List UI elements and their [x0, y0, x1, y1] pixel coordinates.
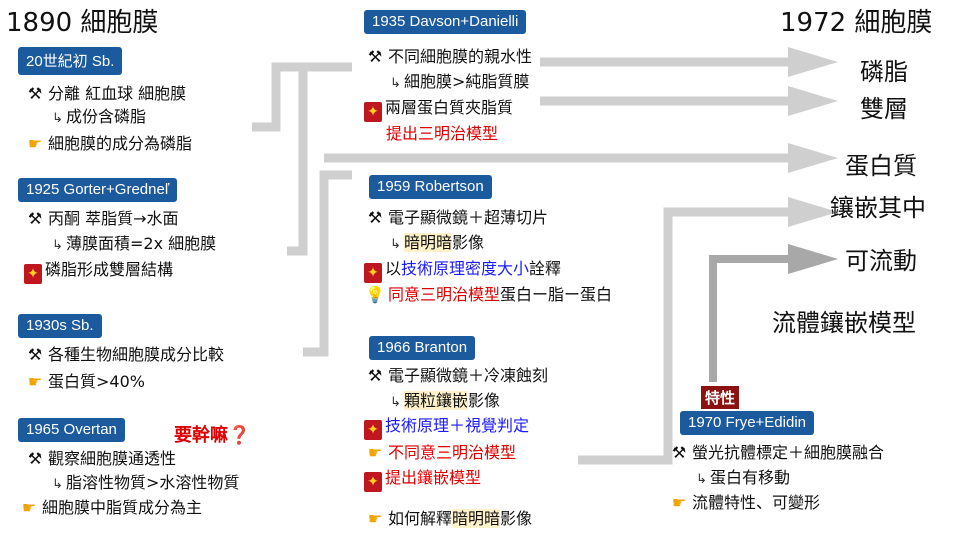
left-s3-line2: ☛蛋白質>40%: [24, 372, 145, 392]
pointing-hand-icon: ☛: [367, 509, 383, 528]
left-s1-line2: ↳成份含磷脂: [52, 107, 146, 129]
hammer-icon: ⚒: [27, 345, 43, 364]
arrowhead-mosaic: [788, 197, 838, 227]
hammer-icon: ⚒: [671, 443, 687, 462]
tag-20th-century: 20世紀初 Sb.: [18, 47, 123, 75]
result-phospholipid: 磷脂: [860, 58, 908, 86]
left-s4-line2: ↳脂溶性物質>水溶性物質: [52, 473, 239, 495]
left-s3-line1: ⚒各種生物細胞膜成分比較: [24, 345, 224, 365]
lightbulb-icon: 💡: [365, 285, 385, 304]
left-s4-line3: ☛細胞膜中脂質成分為主: [18, 498, 202, 518]
connector-1890-to-1935: [252, 62, 352, 132]
tag-1935-davson: 1935 Davson+Danielli: [364, 10, 527, 34]
mid-s1-line1: ⚒不同細胞膜的親水性: [364, 47, 532, 67]
mid-s3-line2: ↳顆粒鑲嵌影像: [390, 391, 500, 413]
mid-s3-line5: ✦提出鑲嵌模型: [364, 468, 481, 492]
right-s1-line1: ⚒螢光抗體標定＋細胞膜融合: [668, 443, 884, 463]
left-s2-line2: ↳薄膜面積=2x 細胞膜: [52, 234, 216, 256]
mid-s2-line3: ✦以技術原理密度大小詮釋: [364, 259, 561, 283]
connector-trait-to-fluid: [709, 255, 790, 382]
fluid-mosaic-model-title: 流體鑲嵌模型: [772, 309, 916, 337]
lightbulb-icon: ✦: [364, 263, 382, 283]
left-s2-line1: ⚒丙酮 萃脂質→水面: [24, 209, 179, 229]
return-arrow-icon: ↳: [390, 76, 401, 91]
hammer-icon: ⚒: [27, 209, 43, 228]
result-fluid: 可流動: [845, 247, 917, 275]
left-s4-line1: ⚒觀察細胞膜通透性: [24, 449, 176, 469]
tag-1930s: 1930s Sb.: [18, 314, 102, 338]
right-s1-line3: ☛流體特性、可變形: [668, 493, 820, 513]
tag-1965-overtan: 1965 Overtan: [18, 418, 125, 442]
right-year-title: 1972 細胞膜: [780, 8, 933, 38]
lightbulb-icon: ✦: [24, 264, 42, 284]
return-arrow-icon: ↳: [390, 395, 401, 410]
hammer-icon: ⚒: [367, 47, 383, 66]
arrowhead-bilayer: [788, 86, 838, 116]
return-arrow-icon: ↳: [390, 237, 401, 252]
right-s1-line2: ↳蛋白有移動: [696, 468, 790, 490]
return-arrow-icon: ↳: [52, 111, 63, 126]
pointing-hand-icon: ☛: [671, 493, 687, 512]
mid-s3-line4: ☛不同意三明治模型: [364, 443, 516, 463]
result-protein: 蛋白質: [845, 152, 917, 180]
mid-s3-line1: ⚒電子顯微鏡＋冷凍蝕刻: [364, 366, 548, 386]
tag-1925-gorter: 1925 Gorter+Gredneľ: [18, 178, 178, 202]
trait-label: 特性: [701, 386, 740, 409]
mid-s2-line2: ↳暗明暗影像: [390, 233, 484, 255]
result-mosaic: 鑲嵌其中: [830, 194, 926, 222]
arrowhead-phospholipid: [788, 47, 838, 77]
pointing-hand-icon: ☛: [27, 134, 43, 153]
connector-1930s-to-1959: [303, 170, 352, 357]
left-s1-line3: ☛細胞膜的成分為磷脂: [24, 134, 192, 154]
mid-s3-line3: ✦技術原理＋視覺判定: [364, 416, 529, 440]
hammer-icon: ⚒: [27, 84, 43, 103]
return-arrow-icon: ↳: [52, 477, 63, 492]
left-s1-line1: ⚒分離 紅血球 細胞膜: [24, 84, 186, 104]
connector-1925-to-1935: [287, 67, 308, 256]
question-note: 要幹嘛❓: [174, 425, 251, 446]
mid-s3-line6: ☛如何解釋暗明暗影像: [364, 509, 532, 529]
arrowhead-protein: [788, 143, 838, 173]
pointing-hand-icon: ☛: [21, 498, 37, 517]
left-year-title: 1890 細胞膜: [6, 8, 159, 38]
pointing-hand-icon: ☛: [27, 372, 43, 391]
mid-s1-line3: ✦兩層蛋白質夾脂質: [364, 98, 513, 122]
pointing-hand-icon: ☛: [367, 443, 383, 462]
red-question-icon: ❓: [228, 425, 251, 446]
mid-s2-line1: ⚒電子顯微鏡＋超薄切片: [364, 208, 548, 228]
hammer-icon: ⚒: [367, 208, 383, 227]
lightbulb-icon: ✦: [364, 420, 382, 440]
hammer-icon: ⚒: [27, 449, 43, 468]
tag-1970-frye: 1970 Frye+Edidin: [680, 411, 814, 435]
mid-s1-line2: ↳細胞膜>純脂質膜: [390, 72, 529, 94]
tag-1959-robertson: 1959 Robertson: [369, 175, 492, 199]
return-arrow-icon: ↳: [52, 238, 63, 253]
result-bilayer: 雙層: [860, 95, 908, 123]
tag-1966-branton: 1966 Branton: [369, 336, 476, 360]
mid-s2-line4: 💡同意三明治模型蛋白ー脂ー蛋白: [365, 285, 613, 304]
return-arrow-icon: ↳: [696, 472, 707, 487]
left-s2-line3: ✦磷脂形成雙層結構: [24, 260, 173, 284]
mid-s1-line4: 提出三明治模型: [386, 124, 499, 143]
lightbulb-icon: ✦: [364, 102, 382, 122]
hammer-icon: ⚒: [367, 366, 383, 385]
lightbulb-icon: ✦: [364, 472, 382, 492]
